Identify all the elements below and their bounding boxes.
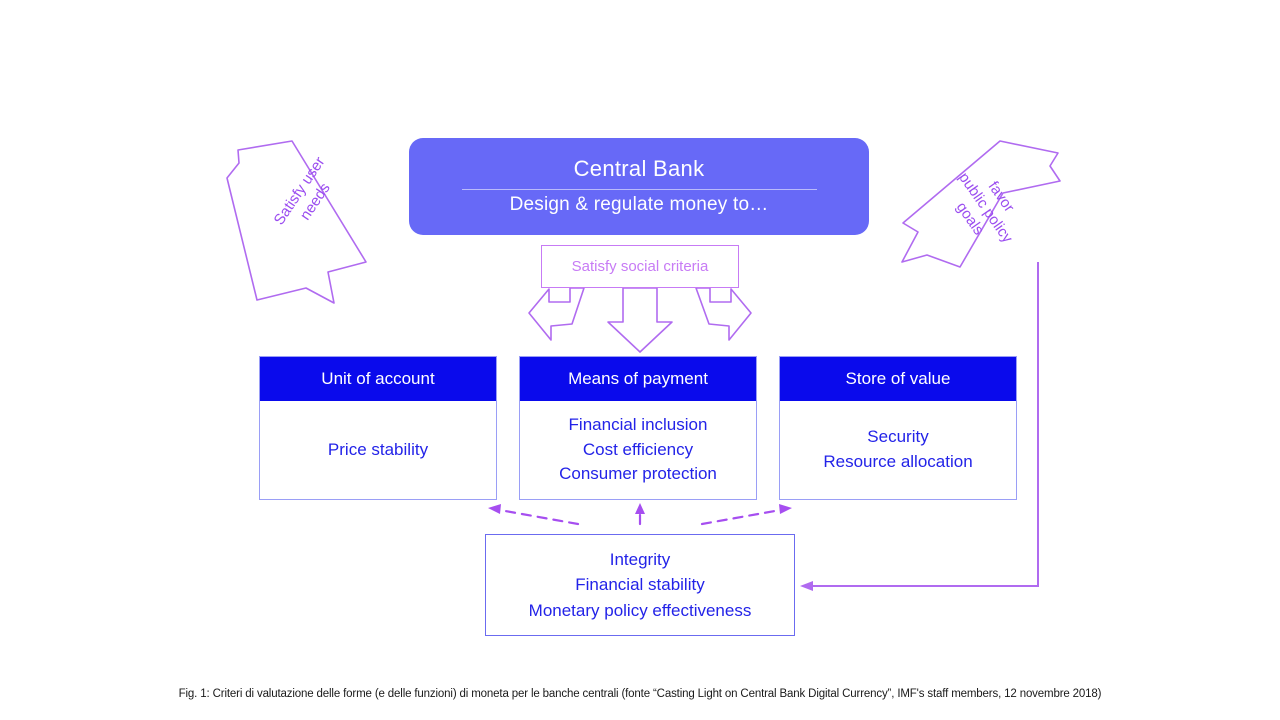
cross-cutting-item: Monetary policy effectiveness	[528, 600, 752, 620]
left-chevron-arrow	[226, 140, 367, 304]
function-item: Resource allocation	[823, 452, 973, 471]
central-bank-title: Central Bank	[573, 156, 705, 182]
favor-public-policy-goals-line-2: public policy	[955, 169, 1017, 246]
cross-cutting-item: Financial stability	[575, 575, 705, 595]
function-card-store-of-value[interactable]: Store of value Security Resource allocat…	[779, 356, 1017, 500]
satisfy-user-needs-line-1: Satisfy user	[270, 153, 329, 229]
central-bank-card[interactable]: Central Bank Design & regulate money to…	[409, 138, 869, 235]
dashed-arrow-to-unit-of-account	[492, 507, 580, 526]
fanout-arrow-center	[607, 287, 673, 353]
policy-goals-connector-arrowhead	[800, 581, 813, 591]
satisfy-social-criteria-box[interactable]: Satisfy social criteria	[541, 245, 739, 288]
figure-caption: Fig. 1: Criteri di valutazione delle for…	[178, 688, 1102, 700]
cross-cutting-criteria-box[interactable]: Integrity Financial stability Monetary p…	[485, 534, 795, 636]
right-chevron-arrow	[901, 140, 1061, 268]
favor-public-policy-goals-label: favor public policy goals	[928, 143, 1043, 274]
central-bank-divider	[461, 188, 817, 190]
function-item: Financial inclusion	[568, 414, 708, 434]
function-item: Cost efficiency	[582, 439, 694, 459]
favor-public-policy-goals-line-3: goals	[953, 198, 988, 238]
function-card-header: Means of payment	[520, 357, 756, 401]
function-card-header: Unit of account	[260, 357, 496, 401]
function-card-body: Security Resource allocation	[780, 401, 1016, 499]
fanout-arrow-right	[695, 287, 752, 341]
function-card-body: Price stability	[260, 401, 496, 499]
function-card-header: Store of value	[780, 357, 1016, 401]
satisfy-social-criteria-label: Satisfy social criteria	[571, 258, 709, 275]
satisfy-user-needs-line-2: needs	[296, 179, 334, 224]
dashed-arrow-to-store-of-value	[700, 507, 788, 526]
dashed-arrow-heads	[488, 503, 792, 514]
function-card-unit-of-account[interactable]: Unit of account Price stability	[259, 356, 497, 500]
function-item: Price stability	[327, 439, 429, 459]
cross-cutting-item: Integrity	[609, 549, 671, 569]
satisfy-user-needs-label: Satisfy user needs	[262, 141, 355, 253]
function-card-body: Financial inclusion Cost efficiency Cons…	[520, 401, 756, 499]
favor-public-policy-goals-line-1: favor	[984, 178, 1018, 216]
function-item: Consumer protection	[559, 464, 717, 484]
function-item: Security	[867, 427, 929, 447]
function-card-means-of-payment[interactable]: Means of payment Financial inclusion Cos…	[519, 356, 757, 500]
fanout-arrow-left	[528, 287, 585, 341]
central-bank-subtitle: Design & regulate money to…	[509, 193, 769, 215]
